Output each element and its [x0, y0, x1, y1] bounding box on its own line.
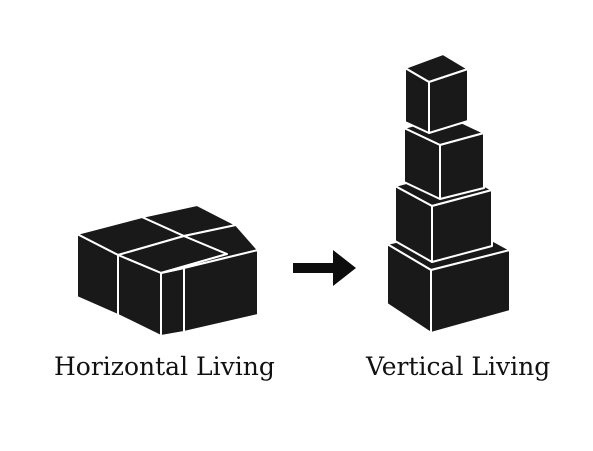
vertical-living-label: Vertical Living — [366, 352, 551, 381]
tower-tier-4-front — [430, 249, 511, 334]
arrow-shaft — [293, 263, 335, 273]
tower-tier-2-front — [439, 132, 485, 200]
horizontal-living-label: Horizontal Living — [54, 352, 275, 381]
tower-tier-3-front — [431, 189, 493, 263]
tower-tier-1-front — [428, 68, 469, 134]
arrow-head — [333, 250, 356, 286]
horizontal-block-cluster — [76, 204, 259, 337]
block-front-right-front — [183, 249, 259, 333]
block-front-left-front — [160, 267, 185, 337]
vertical-block-tower — [386, 53, 511, 334]
arrow-right-icon — [293, 250, 356, 286]
